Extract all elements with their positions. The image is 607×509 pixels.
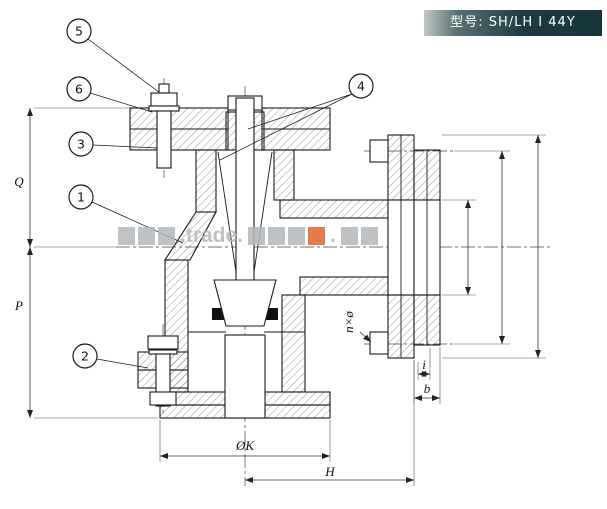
callout-5: 5 xyxy=(66,18,92,44)
bottom-port xyxy=(224,334,266,419)
dim-label-ok: ØK xyxy=(235,438,255,453)
callout-6: 6 xyxy=(66,76,92,102)
leader-5 xyxy=(87,38,161,94)
flange-face-lines xyxy=(400,135,428,358)
dim-label-p: P xyxy=(14,298,23,313)
svg-text:1: 1 xyxy=(77,190,85,205)
body-wall-right xyxy=(281,294,306,393)
bonnet-cone-lines xyxy=(217,151,273,273)
leader-1 xyxy=(91,201,184,244)
valve-plug xyxy=(213,279,277,327)
svg-text:5: 5 xyxy=(75,24,83,39)
dim-label-i: i xyxy=(422,357,426,372)
flange-bolt-boss-bottom xyxy=(369,331,389,355)
dimension-annotations: Q P ØK H n×ø i b xyxy=(14,107,546,486)
callout-1: 1 xyxy=(68,184,94,210)
side-bolt-head xyxy=(147,335,179,350)
svg-text:3: 3 xyxy=(77,137,85,152)
packing-right xyxy=(253,111,265,151)
top-bolt-shank xyxy=(156,110,172,169)
side-bolt-washer xyxy=(148,349,178,355)
leader-4 xyxy=(219,93,353,161)
model-label: 型号: SH/LH I 44Y xyxy=(450,15,576,30)
valve-structure xyxy=(129,83,441,419)
top-bolt-stud xyxy=(158,83,170,94)
right-extension-lines xyxy=(442,134,546,359)
outlet-wall-bottom xyxy=(299,276,389,296)
top-bolt-washer xyxy=(148,105,180,112)
left-extension-lines xyxy=(34,107,158,419)
svg-text:4: 4 xyxy=(357,79,365,94)
callout-4: 4 xyxy=(348,73,374,99)
leader-2 xyxy=(96,358,149,369)
side-bolt-nut xyxy=(149,391,177,406)
svg-text:2: 2 xyxy=(81,349,89,364)
callout-balloons: 5 6 3 1 2 4 xyxy=(66,18,374,369)
nxo-leader xyxy=(359,331,372,343)
bonnet-wall-right xyxy=(273,149,295,201)
top-bolt-nut xyxy=(150,92,178,107)
dim-label-b: b xyxy=(424,381,431,396)
leader-6 xyxy=(89,92,153,113)
svg-text:6: 6 xyxy=(75,82,83,97)
dim-label-h: H xyxy=(324,464,335,479)
callout-2: 2 xyxy=(72,343,98,369)
leader-3 xyxy=(92,144,158,149)
outlet-wall-top xyxy=(279,199,389,219)
model-banner: 型号: SH/LH I 44Y xyxy=(424,10,602,36)
bonnet-wall-left xyxy=(195,149,217,213)
dim-label-q: Q xyxy=(14,174,24,189)
body-flare-left xyxy=(163,211,217,261)
flange-bolt-boss-top xyxy=(369,139,389,163)
packing-left xyxy=(225,111,237,151)
callout-3: 3 xyxy=(68,131,94,157)
dim-label-nxo: n×ø xyxy=(341,311,356,333)
